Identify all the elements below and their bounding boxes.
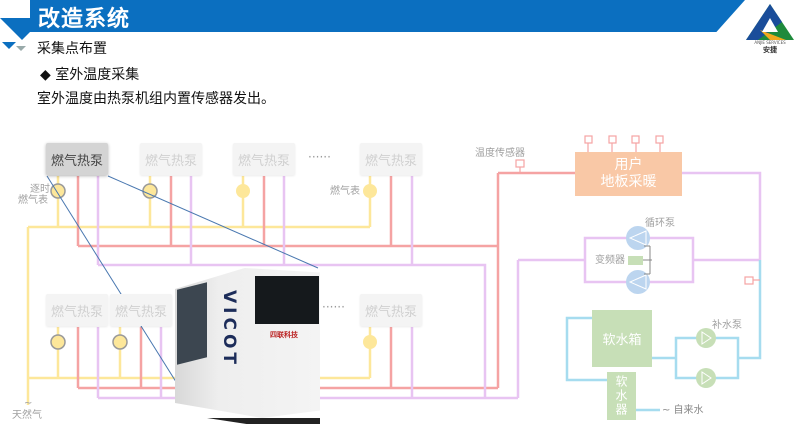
machine-brand: VICOT — [219, 290, 239, 369]
heat-pump-7: 燃气热泵 — [360, 294, 422, 326]
section-subtitle: 采集点布置 — [37, 41, 107, 57]
supply-pipes — [76, 171, 575, 390]
heat-pump-4: 燃气热泵 — [360, 143, 422, 175]
logo-text-cn: 安捷 — [763, 46, 777, 54]
hourly-gas-meter-label-2: 燃气表 — [18, 195, 48, 206]
heat-pump-3: 燃气热泵 — [233, 143, 295, 175]
water-pipes — [565, 260, 762, 412]
machine-base — [207, 418, 320, 424]
description-text: 室外温度由热泵机组内置传感器发出。 — [37, 91, 275, 107]
circulation-pumps — [626, 226, 652, 294]
user-floor-heating-box: 用户 地板采暖 — [575, 152, 682, 196]
gas-meters — [50, 183, 377, 350]
circulation-pump-label: 循环泵 — [645, 218, 675, 229]
logo-triangle-icon — [746, 4, 794, 40]
return-pipes — [96, 171, 762, 400]
user-box-line1: 用户 — [614, 157, 643, 173]
header-bar — [30, 0, 745, 32]
machine-logo: 四联科技 — [270, 331, 298, 339]
header-corner-decoration — [0, 18, 30, 51]
heat-pump-1-highlighted: 燃气热泵 — [46, 143, 108, 175]
hourly-gas-meter-label-1: 逐时 — [30, 184, 50, 195]
inverter-label: 变频器 — [595, 255, 625, 266]
gas-meter-label: 燃气表 — [330, 186, 360, 197]
natural-gas-symbol: ~ — [24, 398, 33, 409]
ellipsis: ······ — [308, 150, 331, 164]
natural-gas-label: 天然气 — [12, 410, 42, 421]
page-title: 改造系统 — [38, 7, 131, 32]
heat-pump-unit-photo: VICOT 四联科技 — [175, 258, 320, 426]
inverter-box — [628, 256, 643, 265]
tap-water-label: ~ 自来水 — [662, 405, 704, 416]
gas-pipes — [26, 176, 372, 405]
user-box-line2: 地板采暖 — [600, 174, 657, 190]
heat-pump-6: 燃气热泵 — [110, 294, 172, 326]
water-softener: 软水器 — [607, 372, 636, 420]
temp-sensor-label: 温度传感器 — [475, 148, 525, 159]
soft-water-tank: 软水箱 — [592, 310, 652, 367]
callout-lines — [46, 175, 319, 386]
company-logo: ANJIE SERVICES 安捷 — [742, 2, 798, 54]
heat-pump-5: 燃气热泵 — [46, 294, 108, 326]
ellipsis-2: ······ — [322, 300, 345, 314]
side-grille — [177, 282, 207, 365]
logo-text-en: ANJIE SERVICES — [754, 40, 786, 45]
makeup-pump-label: 补水泵 — [712, 320, 742, 331]
bullet-heading: ◆ 室外温度采集 — [40, 67, 140, 83]
makeup-pumps — [696, 328, 716, 388]
sensors — [515, 135, 760, 285]
front-window — [255, 276, 319, 324]
heat-pump-2: 燃气热泵 — [140, 143, 202, 175]
